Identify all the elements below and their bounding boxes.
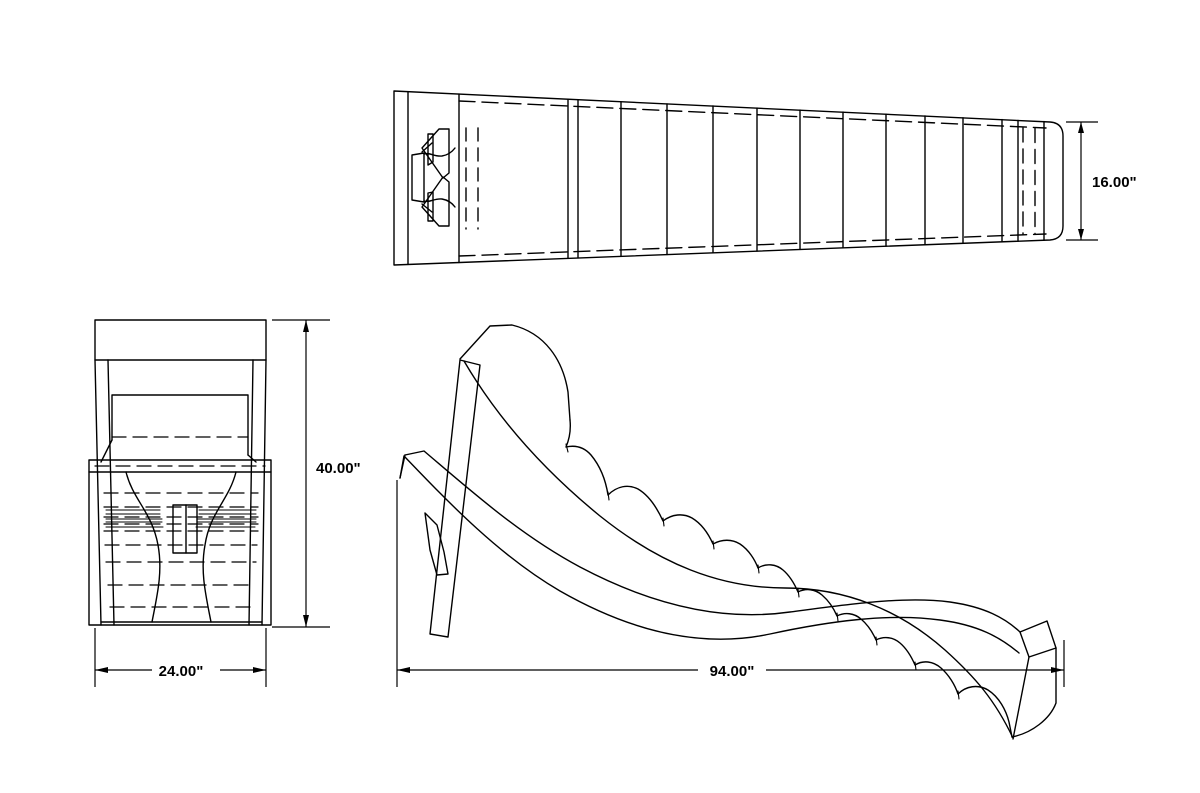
side-view-foot-block bbox=[1011, 647, 1057, 738]
top-view-end-slot bbox=[1022, 127, 1036, 235]
side-view-rail-lower bbox=[399, 455, 1020, 654]
top-view-headrest-detail bbox=[411, 128, 456, 227]
side-view-foot-edge bbox=[1012, 656, 1030, 740]
dimension-94: 94.00" bbox=[396, 480, 1065, 687]
side-view-tuft-ticks bbox=[565, 443, 960, 700]
dim40-label: 40.00" bbox=[316, 460, 361, 477]
top-view-hidden-line-lower bbox=[458, 233, 1047, 257]
dim94-label: 94.00" bbox=[710, 663, 755, 680]
front-view-cushion-bottom-right bbox=[247, 454, 257, 463]
front-view bbox=[88, 319, 272, 626]
front-view-hidden-lines bbox=[94, 436, 266, 608]
front-view-cushion-bottom-left bbox=[100, 439, 113, 463]
side-view-cushion-lower-edge bbox=[463, 360, 1014, 739]
dim40-arrow-bottom bbox=[303, 615, 309, 627]
side-view-headrest-outline bbox=[459, 324, 571, 421]
dimension-16: 16.00" bbox=[1066, 121, 1137, 241]
side-view-leg-bracket bbox=[424, 512, 449, 576]
top-view-hidden-line-upper bbox=[458, 100, 1047, 129]
side-view-rail-upper bbox=[404, 450, 1021, 633]
front-view-right-taper bbox=[261, 359, 267, 626]
front-view-left-taper bbox=[94, 359, 102, 626]
dim16-arrow-bottom bbox=[1078, 229, 1084, 240]
front-view-center-tenon bbox=[172, 504, 198, 554]
dimension-40: 40.00" bbox=[272, 319, 361, 628]
dim16-arrow-top bbox=[1078, 122, 1084, 133]
side-view bbox=[399, 324, 1057, 740]
dim24-arrow-left bbox=[95, 667, 108, 673]
dim94-arrow-right bbox=[1051, 667, 1064, 673]
top-view-hidden-rails bbox=[458, 100, 1047, 257]
top-view-headrest-hidden-slot bbox=[465, 127, 479, 230]
front-view-cushion-rect bbox=[111, 394, 249, 456]
front-view-head-block bbox=[94, 319, 267, 361]
front-view-silhouette-right bbox=[202, 471, 237, 623]
front-view-slat-hatching bbox=[105, 509, 257, 528]
side-view-cushion-scallops bbox=[565, 419, 1013, 738]
dimension-24: 24.00" bbox=[94, 628, 267, 687]
side-view-rail-left-cap bbox=[399, 454, 406, 479]
top-view bbox=[393, 90, 1064, 266]
dim16-label: 16.00" bbox=[1092, 174, 1137, 191]
side-view-leg bbox=[429, 359, 481, 638]
front-view-base-box bbox=[88, 459, 272, 626]
dim94-arrow-left bbox=[397, 667, 410, 673]
dim24-label: 24.00" bbox=[159, 663, 204, 680]
top-view-outline bbox=[393, 90, 1064, 266]
dim24-arrow-right bbox=[253, 667, 266, 673]
dim40-arrow-top bbox=[303, 320, 309, 332]
